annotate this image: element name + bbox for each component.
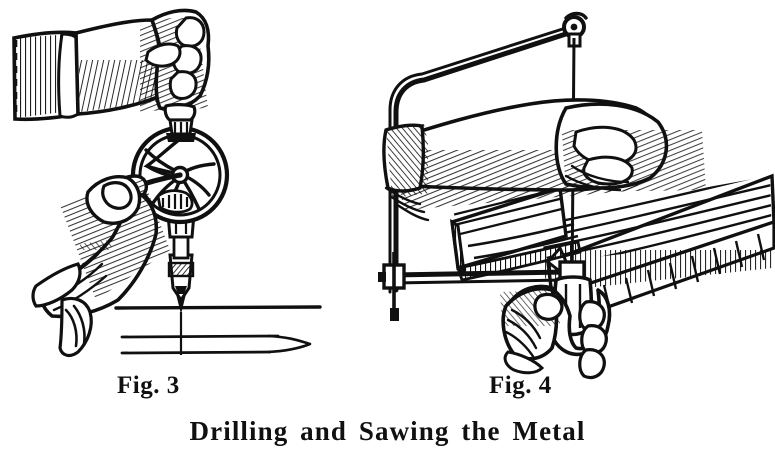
- fig4-drawing: [378, 11, 775, 380]
- drill-bit: [176, 294, 186, 355]
- lower-hand-arm: [31, 175, 170, 358]
- frame-slide-clamp: [378, 252, 406, 321]
- lower-hand-on-handle: [500, 284, 612, 380]
- drill-chuck: [167, 253, 195, 303]
- fig3-label: Fig. 3: [117, 372, 180, 399]
- saw-frame: [388, 24, 575, 294]
- drill-frame: [166, 118, 196, 142]
- upper-hand-fist: [140, 8, 211, 122]
- metal-strip-workpiece: [114, 305, 322, 355]
- plate-caption: Drilling and Sawing the Metal: [189, 416, 586, 446]
- fig3-drawing: [12, 8, 322, 358]
- fig4-label: Fig. 4: [489, 372, 552, 399]
